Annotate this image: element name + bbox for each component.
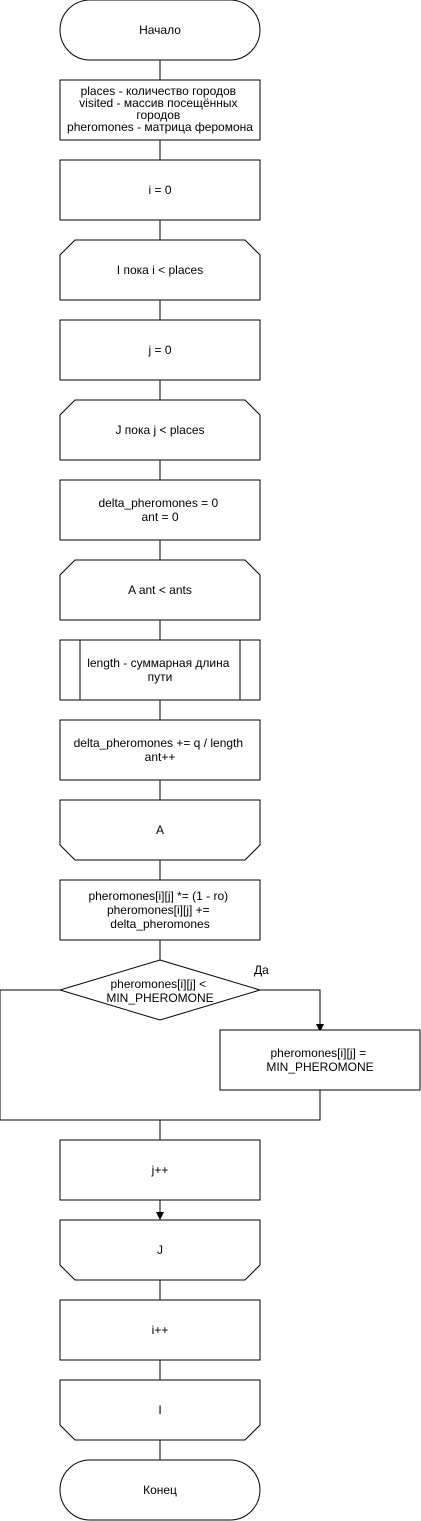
set-min-line-1: pheromones[i][j] =: [270, 1046, 366, 1060]
evaporate-line-2: pheromones[i][j] +=: [107, 903, 210, 917]
init-i-label: i = 0: [148, 183, 171, 197]
init-delta-block: delta_pheromones = 0 ant = 0: [59, 479, 261, 541]
set-min-text: pheromones[i][j] = MIN_PHEROMONE: [266, 1046, 373, 1074]
loop-j-start-label: J пока j < places: [115, 423, 204, 437]
set-min-block: pheromones[i][j] = MIN_PHEROMONE: [219, 1029, 421, 1091]
loop-j-end-block: J: [59, 1219, 261, 1281]
end-terminator: Конец: [59, 1459, 261, 1521]
loop-i-end-label: I: [158, 1403, 161, 1417]
length-subroutine-block: length - суммарная длина пути: [59, 639, 261, 701]
declarations-block: places - количество городов visited - ма…: [59, 79, 261, 141]
loop-ant-end-label: A: [156, 823, 164, 837]
loop-j-start-block: J пока j < places: [59, 399, 261, 461]
condition-text: pheromones[i][j] < MIN_PHEROMONE: [106, 977, 213, 1005]
declarations-line-2: visited - массив посещённых: [79, 96, 237, 110]
update-delta-text: delta_pheromones += q / length ant++: [74, 736, 247, 764]
length-subroutine-line-2: пути: [148, 670, 173, 684]
init-j-block: j = 0: [59, 319, 261, 381]
init-i-block: i = 0: [59, 159, 261, 221]
loop-i-end-block: I: [59, 1379, 261, 1441]
condition-yes-label: Да: [254, 963, 269, 977]
inc-j-block: j++: [59, 1139, 261, 1201]
loop-ant-start-label: A ant < ants: [128, 583, 192, 597]
evaporate-block: pheromones[i][j] *= (1 - ro) pheromones[…: [59, 879, 261, 941]
evaporate-line-1: pheromones[i][j] *= (1 - ro): [88, 889, 228, 903]
update-delta-line-2: ant++: [145, 750, 176, 764]
start-terminator: Начало: [59, 0, 261, 61]
loop-ant-start-block: A ant < ants: [59, 559, 261, 621]
declarations-line-4: pheromones - матрица феромона: [67, 120, 253, 134]
init-delta-line-2: ant = 0: [141, 510, 178, 524]
evaporate-line-3: delta_pheromones: [110, 917, 209, 931]
inc-i-label: i++: [152, 1323, 169, 1337]
end-label: Конец: [143, 1483, 177, 1497]
inc-j-label: j++: [151, 1163, 169, 1177]
declarations-line-3: городов: [136, 108, 180, 122]
init-delta-line-1: delta_pheromones = 0: [98, 496, 218, 510]
length-subroutine-line-1: length - суммарная длина: [87, 656, 230, 670]
connectors: [0, 60, 324, 1460]
update-delta-block: delta_pheromones += q / length ant++: [59, 719, 261, 781]
evaporate-text: pheromones[i][j] *= (1 - ro) pheromones[…: [88, 889, 231, 931]
length-subroutine-text: length - суммарная длина пути: [87, 656, 233, 684]
set-min-line-2: MIN_PHEROMONE: [266, 1060, 373, 1074]
init-delta-text: delta_pheromones = 0 ant = 0: [98, 496, 221, 524]
declarations-text: places - количество городов visited - ма…: [67, 84, 253, 134]
init-j-label: j = 0: [147, 343, 171, 357]
loop-ant-end-block: A: [59, 799, 261, 861]
connector-condition-no-branch: [0, 989, 321, 1121]
condition-decision: pheromones[i][j] < MIN_PHEROMONE Да: [58, 959, 269, 1021]
declarations-line-1: places - количество городов: [81, 84, 236, 98]
condition-line-1: pheromones[i][j] <: [110, 977, 206, 991]
loop-j-end-label: J: [157, 1243, 163, 1257]
inc-i-block: i++: [59, 1299, 261, 1361]
loop-i-start-block: I пока i < places: [59, 239, 261, 301]
connector-condition-yes-branch: [260, 989, 324, 1032]
loop-i-start-label: I пока i < places: [117, 263, 203, 277]
update-delta-line-1: delta_pheromones += q / length: [74, 736, 243, 750]
condition-line-2: MIN_PHEROMONE: [106, 991, 213, 1005]
start-label: Начало: [139, 23, 181, 37]
